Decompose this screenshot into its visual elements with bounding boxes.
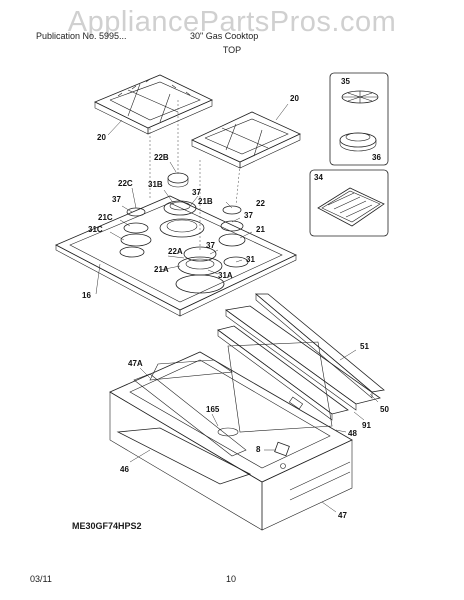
callout-21c: 21C (98, 213, 113, 222)
callout-21a: 21A (154, 265, 169, 274)
callout-47: 47 (338, 511, 347, 520)
callout-31b: 31B (148, 180, 163, 189)
burner-box-chassis (109, 351, 353, 531)
callout-36: 36 (372, 153, 381, 162)
callout-31: 31 (246, 255, 255, 264)
page-number: 10 (226, 574, 237, 584)
callout-21: 21 (256, 225, 265, 234)
diagram-subtitle: TOP (222, 45, 242, 55)
callout-37-right: 37 (244, 211, 253, 220)
callout-46: 46 (120, 465, 129, 474)
callout-31c: 31C (88, 225, 103, 234)
publication-number: Publication No. 5995... (36, 31, 127, 41)
griddle-inset (309, 169, 389, 237)
callout-47a: 47A (128, 359, 143, 368)
callout-37-center: 37 (206, 241, 215, 250)
cooktop-surface (55, 195, 297, 317)
callout-91: 91 (362, 421, 371, 430)
callout-48: 48 (348, 429, 357, 438)
callout-22: 22 (256, 199, 265, 208)
callout-37-top: 37 (192, 188, 201, 197)
watermark-text: AppliancePartsPros.com (67, 6, 397, 38)
wok-accessory-inset (329, 72, 389, 166)
leader-lines (95, 103, 379, 513)
callout-51: 51 (360, 342, 369, 351)
callout-35: 35 (341, 77, 350, 86)
callout-50: 50 (380, 405, 389, 414)
callout-20-left: 20 (97, 133, 106, 142)
page-header: Publication No. 5995... 30" Gas Cooktop (0, 31, 464, 45)
callout-31a: 31A (218, 271, 233, 280)
callout-22b: 22B (154, 153, 169, 162)
left-grate (94, 74, 213, 135)
callout-21b: 21B (198, 197, 213, 206)
section-title: 30" Gas Cooktop (190, 31, 259, 41)
callout-34: 34 (314, 173, 323, 182)
callout-37-left: 37 (112, 195, 121, 204)
callout-22a: 22A (168, 247, 183, 256)
callout-16: 16 (82, 291, 91, 300)
alignment-dashes (149, 100, 241, 250)
footer-date: 03/11 (30, 574, 52, 584)
model-number: ME30GF74HPS2 (72, 521, 142, 531)
burner-assemblies (119, 172, 249, 294)
callout-22c: 22C (118, 179, 133, 188)
callout-165: 165 (206, 405, 220, 414)
callout-8: 8 (256, 445, 261, 454)
control-panel-assembly (217, 293, 385, 433)
callout-20-right: 20 (290, 94, 299, 103)
right-grate (191, 111, 301, 169)
